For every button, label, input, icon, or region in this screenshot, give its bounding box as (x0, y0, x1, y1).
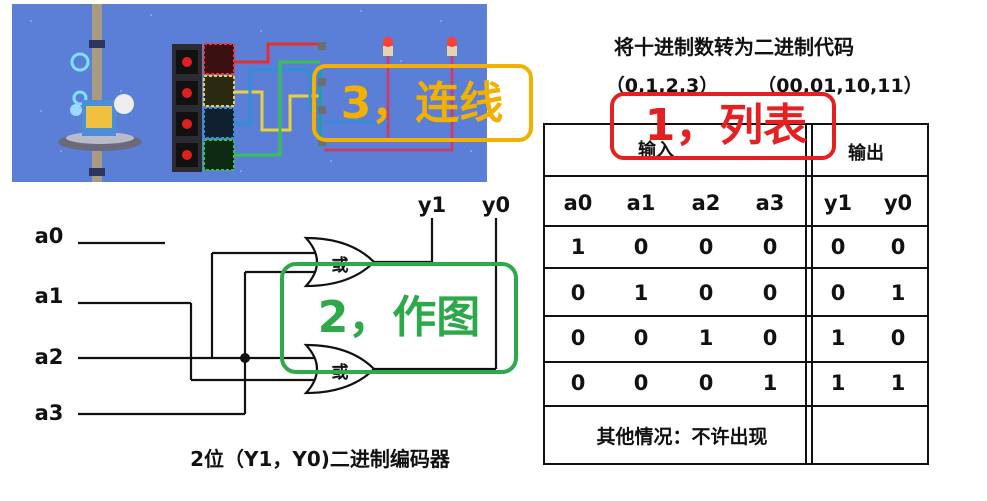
output-label-y1: y1 (418, 193, 446, 217)
cell-r3-in3: 1 (763, 371, 778, 395)
logic-gate-blocks (318, 42, 326, 146)
cell-r0-out1: 0 (891, 235, 906, 259)
truth-table-text: 输入 输出 a0 a1 a2 a3 y1 y0 1 0 0 0 0 0 0 1 0 0 0 1 0 0 1 0 1 0 0 0 0 1 1 1… (564, 139, 913, 448)
cell-r3-out0: 1 (831, 371, 846, 395)
cell-r1-in3: 0 (763, 281, 778, 305)
col-header-y1: y1 (824, 191, 852, 215)
vine-decoration (70, 4, 105, 182)
decimal-range: （0,1,2,3） (606, 74, 719, 97)
col-header-a1: a1 (627, 191, 656, 215)
step-list-callout: 1，列表 (610, 92, 836, 160)
torch-lamps (383, 37, 457, 56)
binary-range: （00,01,10,11） (757, 74, 922, 97)
cell-r2-in3: 0 (763, 326, 778, 350)
cell-r0-in3: 0 (763, 235, 778, 259)
cell-r3-in2: 0 (699, 371, 714, 395)
output-label-y0: y0 (482, 193, 510, 217)
input-label-a3: a3 (35, 401, 64, 425)
col-header-a0: a0 (564, 191, 593, 215)
step-draw-label: 2，作图 (318, 292, 481, 343)
cell-r1-out1: 1 (891, 281, 906, 305)
junction-dot (240, 353, 250, 363)
step-list-label: 1，列表 (645, 100, 808, 151)
cell-r2-in2: 1 (699, 326, 714, 350)
circuit-wires (78, 218, 498, 416)
cell-r3-out1: 1 (891, 371, 906, 395)
cell-r2-in1: 0 (634, 326, 649, 350)
input-label-a2: a2 (35, 345, 64, 369)
cell-r1-in1: 1 (634, 281, 649, 305)
output-header: 输出 (848, 142, 884, 164)
input-label-a0: a0 (35, 224, 64, 248)
cell-r3-in1: 0 (634, 371, 649, 395)
cell-r0-in2: 0 (699, 235, 714, 259)
cell-r1-in2: 0 (699, 281, 714, 305)
lamp-column (172, 44, 202, 172)
cell-r0-in1: 0 (634, 235, 649, 259)
circuit-caption: 2位（Y1，Y0)二进制编码器 (190, 447, 451, 471)
circuit-labels: a0 a1 a2 a3 y1 y0 (35, 193, 511, 425)
cell-r0-out0: 0 (831, 235, 846, 259)
player-character (58, 94, 142, 151)
cell-r1-in0: 0 (571, 281, 586, 305)
page-title: 将十进制数转为二进制代码 (614, 35, 854, 59)
other-cases-note: 其他情况：不许出现 (596, 425, 767, 448)
game-screenshot (12, 4, 487, 182)
cell-r1-out0: 0 (831, 281, 846, 305)
step-wire-label: 3，连线 (341, 78, 504, 129)
col-header-a2: a2 (692, 191, 721, 215)
cell-r2-out1: 0 (891, 326, 906, 350)
cell-r0-in0: 1 (571, 235, 586, 259)
input-header: 输入 (638, 139, 674, 161)
cell-r2-out0: 1 (831, 326, 846, 350)
cell-r2-in0: 0 (571, 326, 586, 350)
col-header-y0: y0 (884, 191, 912, 215)
switch-blocks (203, 43, 235, 171)
step-draw-callout: 2，作图 (280, 262, 518, 374)
input-label-a1: a1 (35, 284, 64, 308)
cell-r3-in0: 0 (571, 371, 586, 395)
step-wire-callout: 3，连线 (312, 64, 533, 142)
col-header-a3: a3 (756, 191, 785, 215)
truth-table (543, 123, 929, 465)
